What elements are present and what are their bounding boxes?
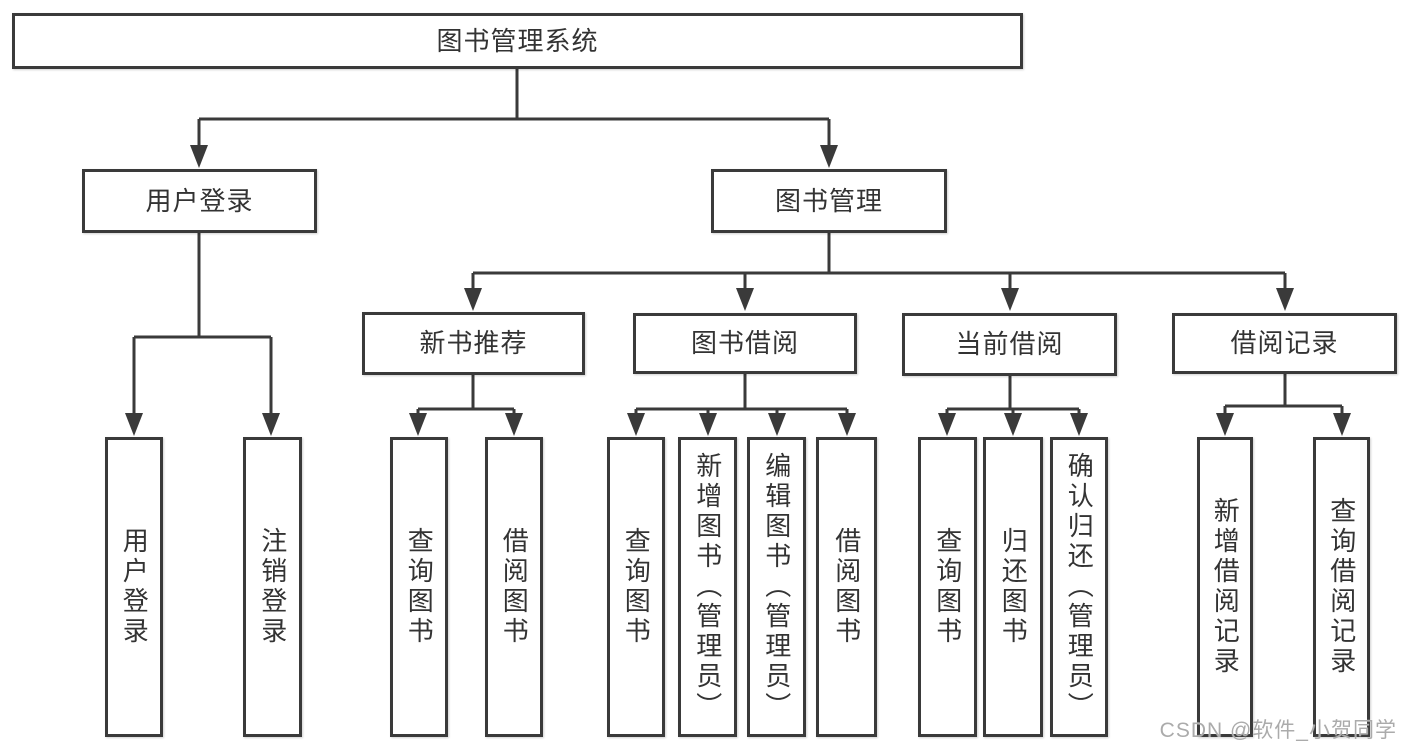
connector-user-login-children: [125, 233, 280, 436]
connector-new-book-rec-children: [409, 375, 523, 436]
node-current-borrowing: 当前借阅: [902, 313, 1117, 376]
connector-root-to-level2: [190, 69, 838, 168]
leaf-borrow-books-recommend: 借阅图书: [485, 437, 543, 737]
node-book-management: 图书管理: [711, 169, 947, 233]
leaf-return-books: 归还图书: [983, 437, 1043, 737]
node-borrowing-records: 借阅记录: [1172, 313, 1397, 374]
leaf-query-books-current: 查询图书: [918, 437, 977, 737]
connector-current-borrow-children: [938, 376, 1088, 436]
leaf-query-borrow-record: 查询借阅记录: [1313, 437, 1370, 737]
node-library-management-system: 图书管理系统: [12, 13, 1023, 69]
leaf-confirm-return-admin: 确认归还（管理员）: [1050, 437, 1108, 737]
leaf-user-login: 用户登录: [105, 437, 163, 737]
node-new-book-recommendation: 新书推荐: [362, 312, 585, 375]
node-user-login: 用户登录: [82, 169, 317, 233]
leaf-add-borrow-record: 新增借阅记录: [1197, 437, 1253, 737]
leaf-edit-books-admin: 编辑图书（管理员）: [747, 437, 806, 737]
leaf-query-books-recommend: 查询图书: [390, 437, 448, 737]
leaf-add-books-admin: 新增图书（管理员）: [678, 437, 737, 737]
leaf-logout: 注销登录: [243, 437, 302, 737]
csdn-watermark: CSDN @软件_小贺同学: [1159, 719, 1397, 742]
leaf-borrow-books: 借阅图书: [816, 437, 877, 737]
connector-borrow-records-children: [1216, 374, 1351, 436]
leaf-query-books: 查询图书: [607, 437, 665, 737]
node-book-borrowing: 图书借阅: [633, 313, 857, 374]
connector-book-mgmt-children: [464, 233, 1294, 311]
connector-book-borrow-children: [627, 374, 856, 436]
